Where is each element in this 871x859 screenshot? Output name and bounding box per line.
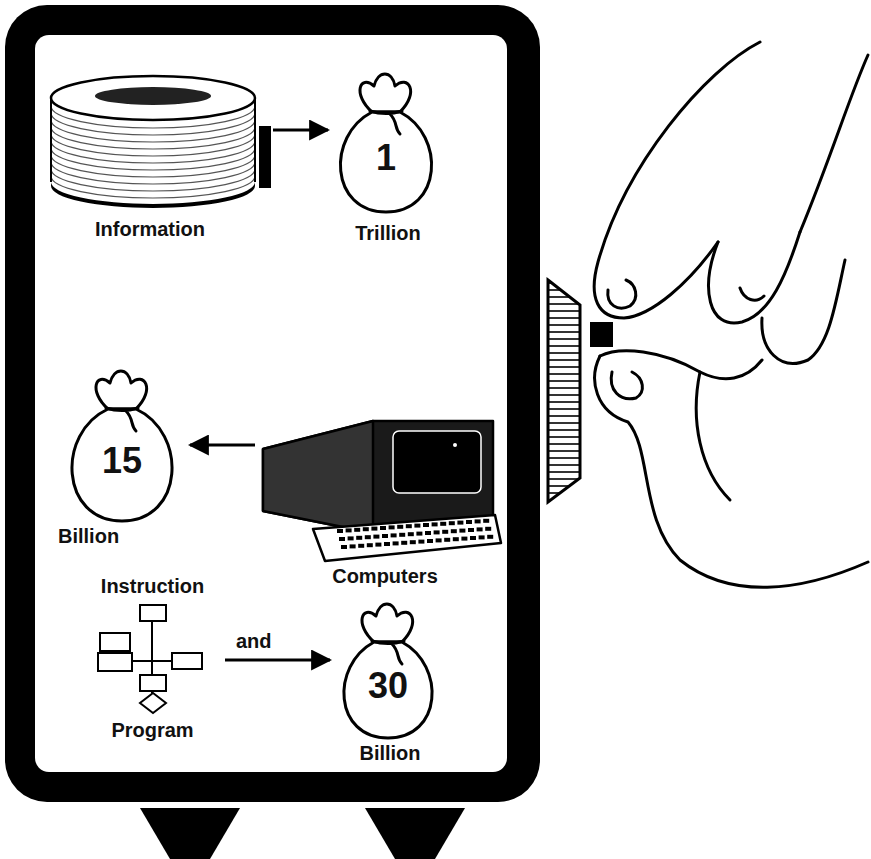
edge-label: and (233, 630, 275, 652)
amount-number: 1 (376, 138, 396, 178)
disk-stack: Information (45, 70, 273, 250)
money-bag: 15Billion (58, 345, 190, 550)
amount-number: 15 (102, 441, 142, 481)
money-bag: 30Billion (330, 600, 450, 765)
arrow-connector (190, 444, 255, 447)
bag-outline (72, 371, 172, 521)
display-screen (35, 35, 507, 772)
flowchart-drawing (98, 605, 202, 713)
amount-unit: Billion (58, 525, 119, 547)
amount-number: 30 (368, 666, 408, 706)
computer-outline (255, 415, 505, 590)
bag-outline (344, 604, 432, 738)
computer: Computers (255, 415, 505, 590)
node-label: Instruction (101, 575, 204, 597)
display-frame (5, 5, 540, 802)
node-label: Information (95, 218, 205, 240)
chip (590, 322, 613, 347)
disk-stack-drawing (51, 76, 271, 208)
hand (594, 42, 868, 587)
arrow-connector (273, 129, 328, 132)
node-label: Computers (332, 565, 438, 587)
node-label: Program (111, 719, 193, 741)
amount-unit: Billion (359, 742, 420, 764)
lens (548, 280, 580, 502)
frame-foot (140, 808, 240, 859)
bag-outline (340, 74, 431, 212)
money-bag: 1Trillion (328, 60, 448, 250)
amount-unit: Trillion (355, 222, 421, 244)
computer-drawing (263, 421, 501, 561)
flowchart: InstructionProgram (80, 575, 225, 745)
frame-foot (365, 808, 465, 859)
arrow-connector (225, 659, 330, 662)
